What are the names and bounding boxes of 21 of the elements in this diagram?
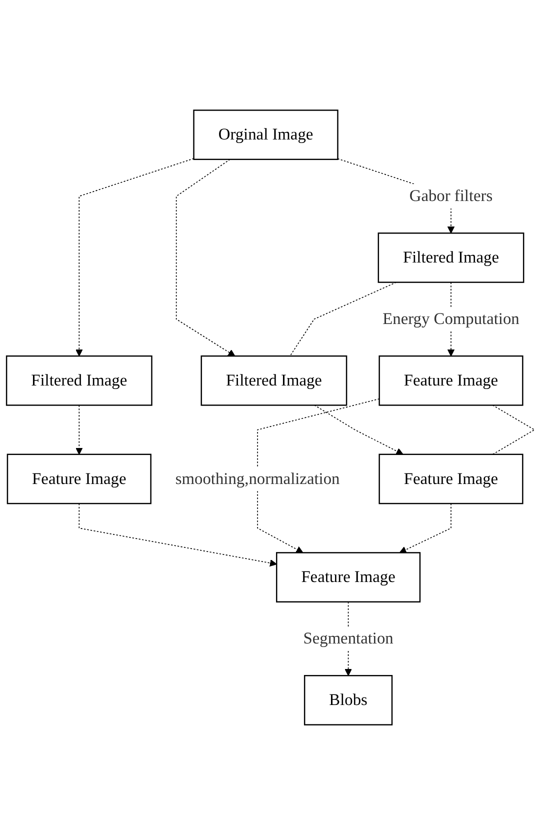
- arrow: [176, 158, 236, 356]
- connector: [492, 404, 536, 455]
- node-box: Feature Image: [6, 454, 152, 504]
- arrow: [76, 158, 194, 356]
- node-box: Orginal Image: [193, 110, 338, 160]
- node-box: Filtered Image: [6, 355, 152, 406]
- node-box: Feature Image: [276, 552, 421, 602]
- node-box: Feature Image: [378, 454, 524, 504]
- node-box: Filtered Image: [200, 355, 348, 406]
- edge-label: Segmentation: [303, 630, 394, 648]
- node-box: Feature Image: [378, 355, 524, 406]
- node-box: Filtered Image: [378, 232, 524, 283]
- arrow: [78, 503, 277, 567]
- edge-label: smoothing,normalization: [175, 470, 340, 488]
- edge-label: Energy Computation: [382, 310, 520, 328]
- arrow: [76, 404, 83, 455]
- edge-label: Gabor filters: [409, 187, 493, 206]
- arrow: [399, 503, 452, 554]
- node-box: Blobs: [304, 675, 393, 726]
- arrow: [257, 398, 380, 554]
- arrow: [314, 404, 404, 455]
